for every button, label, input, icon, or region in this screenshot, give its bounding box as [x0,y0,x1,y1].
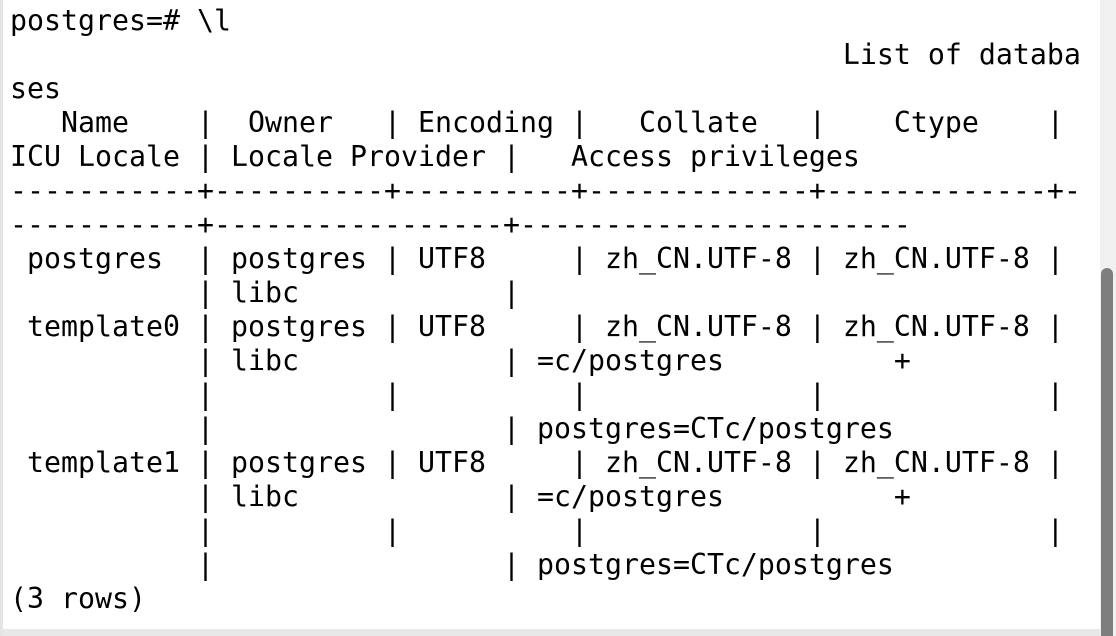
table-title-line: List of databa [10,38,1081,71]
window-bottom-edge [0,629,1116,636]
table-header-line: Name | Owner | Encoding | Collate | Ctyp… [10,106,1064,139]
table-row-template1: template1 | postgres | UTF8 | zh_CN.UTF-… [10,446,1064,479]
table-row-template1-privileges: | | | | | [10,514,1064,547]
table-row-postgres: postgres | postgres | UTF8 | zh_CN.UTF-8… [10,242,1064,275]
table-separator-wrap-line: -----------+-----------------+----------… [10,208,911,241]
table-title-wrap-line: ses [10,72,61,105]
scrollbar-thumb[interactable] [1101,268,1113,636]
table-separator-line: -----------+----------+----------+------… [10,174,1081,207]
table-header-wrap-line: ICU Locale | Locale Provider | Access pr… [10,140,860,173]
table-row-template1-wrap: | libc | =c/postgres + [10,480,911,513]
table-row-template0: template0 | postgres | UTF8 | zh_CN.UTF-… [10,310,1064,343]
row-count-line: (3 rows) [10,582,146,615]
table-row-template0-privileges-wrap: | | postgres=CTc/postgres [10,412,894,445]
table-row-template1-privileges-wrap: | | postgres=CTc/postgres [10,548,894,581]
prompt-line[interactable]: postgres=# \l [10,4,231,37]
scrollbar-track[interactable] [1100,0,1116,636]
table-row-postgres-wrap: | libc | [10,276,520,309]
window-left-edge [0,0,3,636]
table-row-template0-wrap: | libc | =c/postgres + [10,344,911,377]
table-row-template0-privileges: | | | | | [10,378,1064,411]
